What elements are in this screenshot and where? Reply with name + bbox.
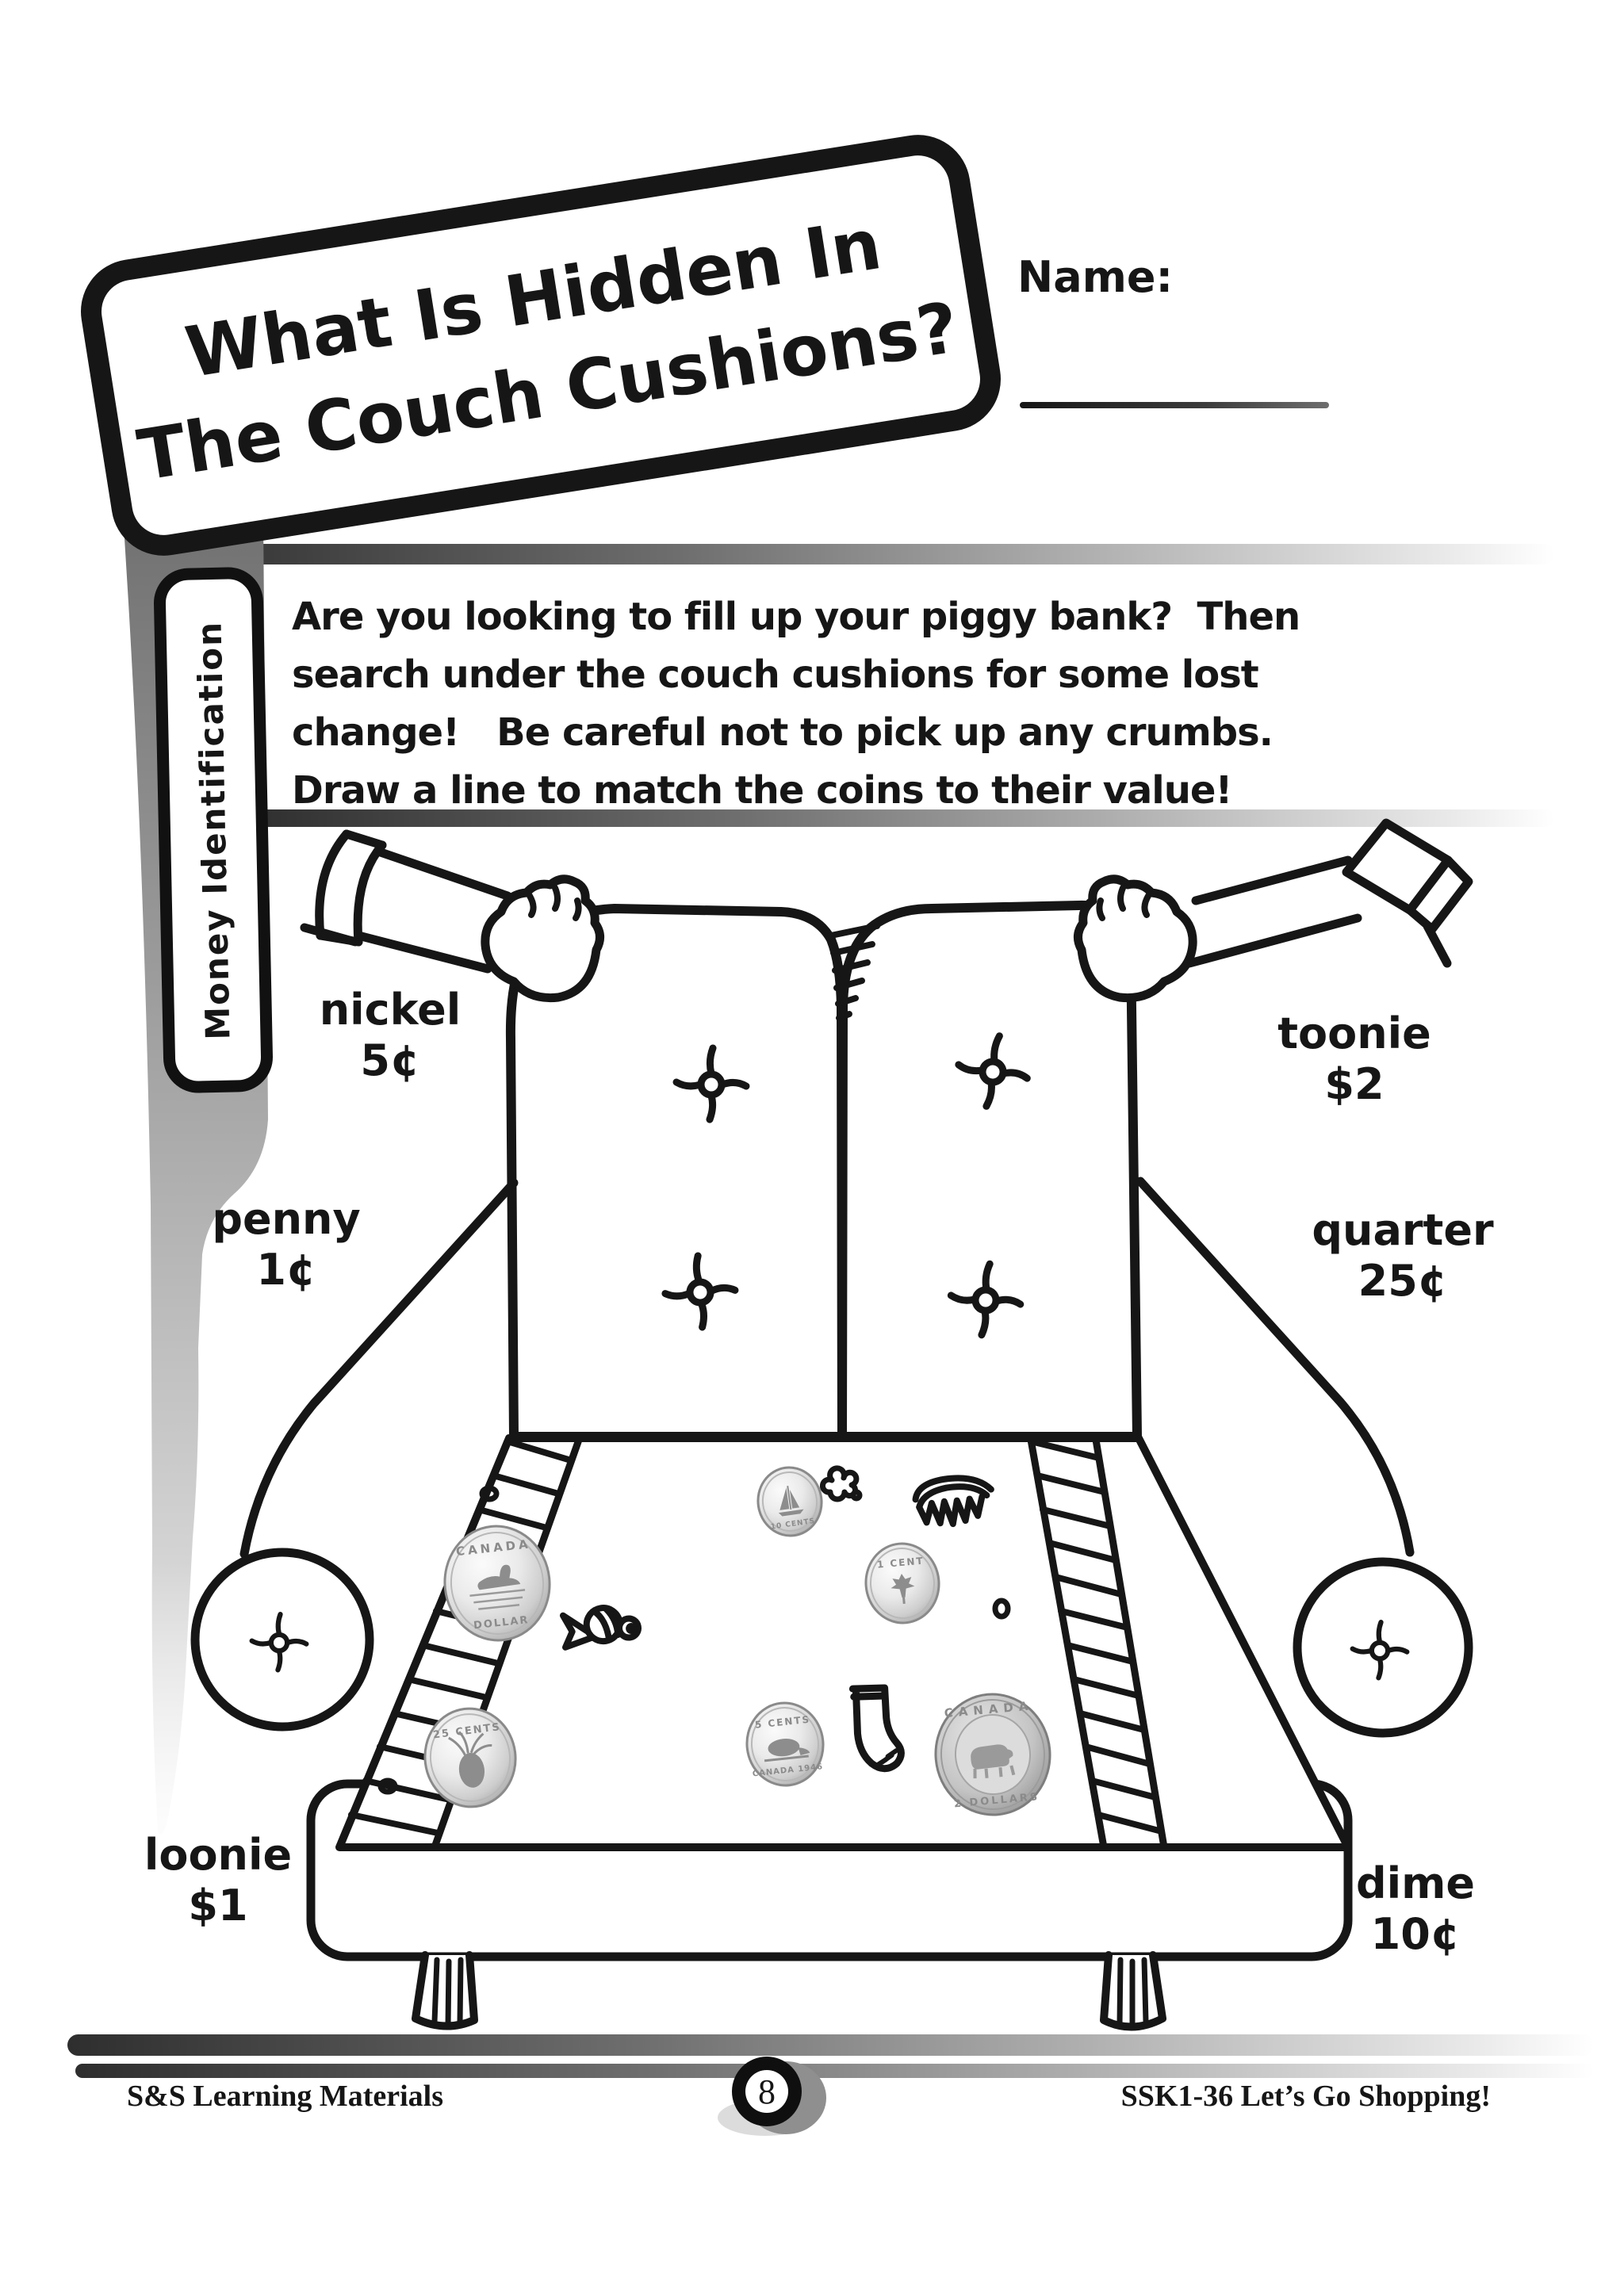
right-arm (1185, 913, 1362, 968)
popcorn-crumb-icon (819, 1465, 863, 1502)
match-label-loonie[interactable]: loonie $1 (99, 1830, 337, 1931)
instruction-line: search under the couch cushions for some… (292, 652, 1259, 697)
coin-penny[interactable]: 1 CENT (863, 1540, 942, 1626)
footer-bar-2 (75, 2064, 1594, 2078)
couch-arm-left-contour (239, 1178, 519, 1559)
coin-nickel[interactable]: 5 CENTS CANADA 1946 (743, 1699, 827, 1789)
rule-bar-under-instructions (246, 809, 1554, 827)
match-label-value: 10¢ (1370, 1909, 1461, 1959)
match-label-dime[interactable]: dime 10¢ (1297, 1858, 1534, 1960)
polar-bear-icon (971, 1744, 1016, 1779)
sidebar-tab-label: Money Identification (189, 620, 238, 1040)
cushion-crevice-hatch (828, 923, 880, 1021)
instructions: Are you looking to fill up your piggy ba… (292, 588, 1402, 820)
rule-bar-top (155, 544, 1554, 564)
match-label-word: toonie (1277, 1008, 1431, 1058)
tuft-button (249, 1612, 309, 1673)
footer-publisher: S&S Learning Materials (127, 2080, 443, 2113)
coins-on-seat: CANADA DOLLAR 10 CENTS (419, 1464, 1055, 1820)
match-label-word: quarter (1312, 1205, 1494, 1255)
crumb-icon (377, 1485, 1011, 1795)
loon-icon (477, 1564, 521, 1590)
sailboat-icon (778, 1486, 804, 1517)
couch-arm-right-contour (1136, 1177, 1415, 1557)
coin-toonie[interactable]: CANADA 2 DOLLARS (931, 1689, 1055, 1820)
tuft-button (661, 1032, 1031, 1339)
beaver-icon (764, 1739, 810, 1762)
instruction-line: change! Be careful not to pick up any cr… (292, 710, 1274, 755)
right-arm (1191, 855, 1353, 905)
left-arm (354, 931, 492, 974)
sidebar-tab-money-identification: Money Identification (153, 566, 274, 1094)
seat-hatch-right-edge-b (1092, 1436, 1168, 1851)
match-label-quarter[interactable]: quarter 25¢ (1284, 1205, 1522, 1307)
comb-icon (912, 1475, 994, 1528)
right-hand-knuckles (1096, 885, 1151, 921)
match-label-word: penny (212, 1194, 361, 1244)
couch-foot-right (1100, 1951, 1166, 2031)
left-arm (376, 848, 512, 901)
match-label-nickel[interactable]: nickel 5¢ (271, 985, 509, 1086)
match-label-penny[interactable]: penny 1¢ (167, 1194, 405, 1295)
tuft-button (1350, 1620, 1410, 1681)
svg-text:1 CENT: 1 CENT (876, 1556, 925, 1571)
match-label-word: nickel (319, 985, 462, 1035)
name-input-line[interactable] (1020, 402, 1329, 408)
footer-book-code: SSK1-36 Let’s Go Shopping! (1120, 2080, 1491, 2113)
match-label-toonie[interactable]: toonie $2 (1235, 1008, 1473, 1110)
instruction-line: Draw a line to match the coins to their … (292, 768, 1232, 813)
match-label-value: 25¢ (1358, 1256, 1448, 1306)
match-label-word: loonie (144, 1830, 293, 1880)
couch-arm-right-roll (1293, 1557, 1473, 1738)
instruction-line: Are you looking to fill up your piggy ba… (292, 595, 1300, 639)
couch-arm-left-roll (190, 1548, 374, 1732)
sock-icon (848, 1684, 905, 1773)
page-number: 8 (745, 2070, 788, 2113)
coin-quarter[interactable]: 25 CENTS (419, 1704, 521, 1812)
name-label: Name: (1017, 252, 1174, 302)
seat-hatch-right (1028, 1438, 1165, 1835)
candy-wrapper-icon (560, 1605, 642, 1651)
caribou-icon (448, 1731, 492, 1788)
left-hand-icon (481, 874, 604, 1003)
footer-bar-1 (67, 2034, 1594, 2056)
svg-text:DOLLAR: DOLLAR (473, 1614, 530, 1632)
match-label-value: $2 (1324, 1059, 1385, 1109)
maple-leaf-icon (891, 1574, 915, 1605)
coin-dime[interactable]: 10 CENTS (753, 1464, 825, 1540)
match-label-value: 5¢ (360, 1035, 420, 1085)
match-label-value: $1 (188, 1881, 248, 1931)
match-label-word: dime (1355, 1858, 1476, 1908)
right-hand-icon (1074, 874, 1197, 1003)
couch-foot-left (412, 1951, 478, 2030)
right-sleeve-cuff (1342, 818, 1473, 968)
left-sleeve-cuff (300, 829, 387, 947)
match-label-value: 1¢ (256, 1245, 316, 1295)
coin-loonie[interactable]: CANADA DOLLAR (439, 1521, 555, 1645)
page-number-text: 8 (758, 2072, 776, 2111)
left-hand-knuckles (527, 885, 582, 921)
